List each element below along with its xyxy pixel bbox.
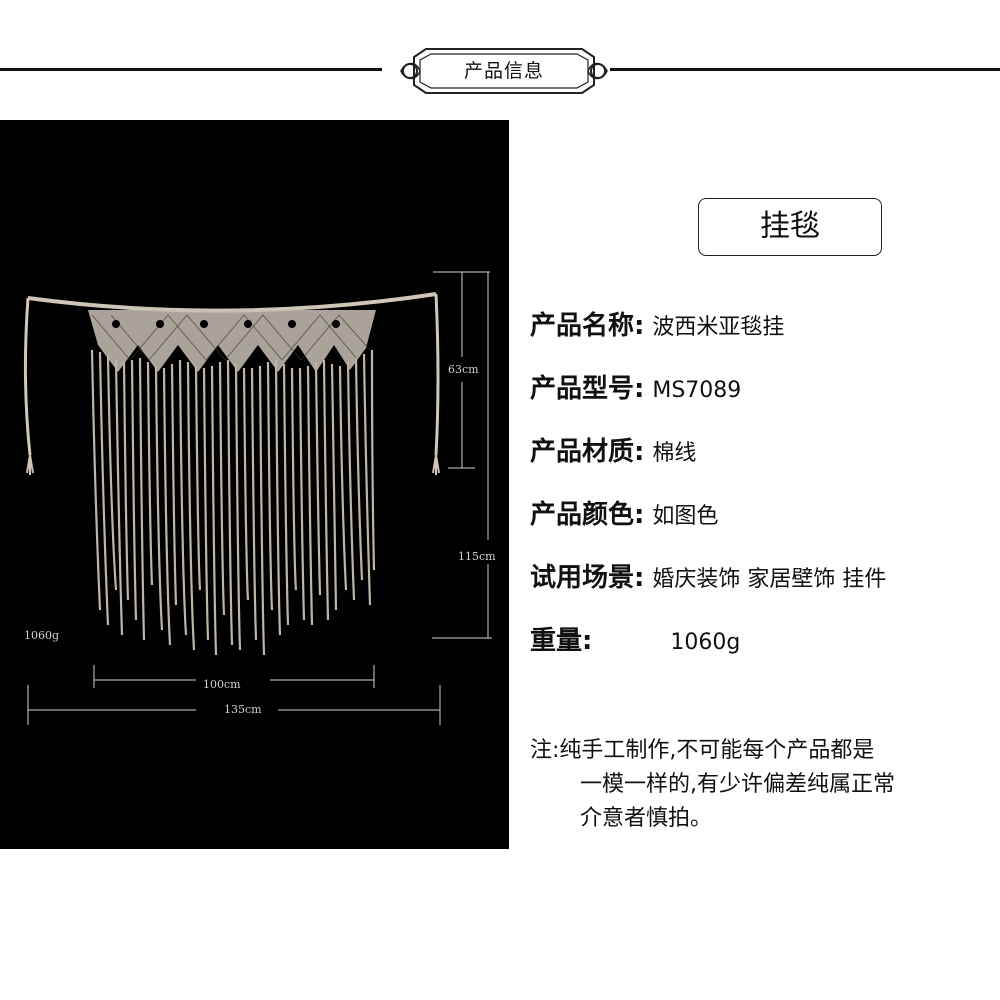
spec-key: 重量: — [530, 626, 593, 656]
spec-value: 如图色 — [652, 504, 719, 529]
spec-value: MS7089 — [652, 378, 742, 403]
note-line: 注:纯手工制作,不可能每个产品都是 — [530, 738, 875, 763]
weight-label: 1060g — [24, 629, 59, 642]
spec-value: 婚庆装饰 家居壁饰 挂件 — [652, 567, 887, 592]
spec-value: 1060g — [670, 630, 741, 655]
header-rule-right — [610, 68, 1000, 71]
spec-row-color: 产品颜色: 如图色 — [530, 494, 718, 531]
product-photo: 63cm 115cm 100cm 135cm 1060g — [0, 120, 509, 849]
note-line: 介意者慎拍。 — [580, 806, 713, 831]
product-title: 挂毯 — [698, 198, 882, 256]
section-badge: 产品信息 — [398, 43, 610, 99]
macrame-illustration: 63cm 115cm 100cm 135cm 1060g — [23, 271, 496, 725]
dim-height-short: 63cm — [448, 363, 479, 376]
dim-height-long: 115cm — [458, 550, 496, 563]
spec-key: 产品型号: — [530, 374, 645, 404]
ornament-frame-icon — [400, 48, 608, 94]
header-rule-left — [0, 68, 382, 71]
dim-width-outer: 135cm — [224, 703, 262, 716]
spec-key: 产品颜色: — [530, 500, 645, 530]
spec-value: 棉线 — [652, 441, 697, 466]
spec-value: 波西米亚毯挂 — [652, 315, 785, 340]
dim-width-inner: 100cm — [203, 678, 241, 691]
disclaimer-note: 注:纯手工制作,不可能每个产品都是 一模一样的,有少许偏差纯属正常 介意者慎拍。 — [530, 734, 895, 836]
spec-key: 试用场景: — [530, 563, 645, 593]
spec-row-name: 产品名称: 波西米亚毯挂 — [530, 305, 784, 342]
spec-row-material: 产品材质: 棉线 — [530, 431, 696, 468]
spec-row-weight: 重量: 1060g — [530, 620, 740, 657]
note-line: 一模一样的,有少许偏差纯属正常 — [580, 772, 895, 797]
spec-key: 产品名称: — [530, 311, 645, 341]
spec-key: 产品材质: — [530, 437, 645, 467]
section-title: 产品信息 — [463, 60, 544, 82]
spec-row-scene: 试用场景: 婚庆装饰 家居壁饰 挂件 — [530, 557, 886, 594]
spec-row-model: 产品型号: MS7089 — [530, 368, 741, 405]
